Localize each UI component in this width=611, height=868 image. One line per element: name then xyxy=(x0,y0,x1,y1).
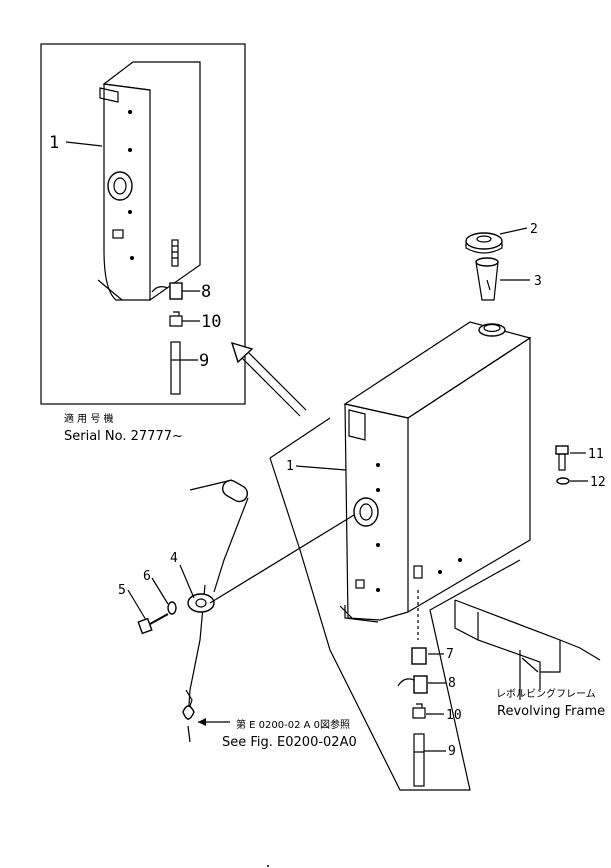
inset-hose-clip xyxy=(151,282,183,300)
revolving-frame xyxy=(454,599,601,700)
part-7-body xyxy=(411,647,427,665)
bolt-5 xyxy=(137,613,169,635)
callout-7: 7 xyxy=(446,647,454,662)
sender-to-tank-line xyxy=(209,514,355,604)
filler-strainer xyxy=(475,257,499,301)
inset-callout-9: 9 xyxy=(199,351,209,371)
callout-9: 9 xyxy=(448,744,456,759)
inset-hose xyxy=(170,341,181,395)
inset-panel: 1 8 10 9 xyxy=(40,43,246,405)
inset-bolt-group xyxy=(171,239,179,267)
serial-label-jp: 適 用 号 機 xyxy=(64,412,114,425)
callout-4: 4 xyxy=(170,551,178,566)
see-fig-jp: 第 E 0200-02 A 0図参照 xyxy=(236,718,350,731)
callout-2: 2 xyxy=(530,222,538,237)
inset-tank xyxy=(97,61,201,302)
inset-callout-8: 8 xyxy=(201,282,211,302)
frame-note-en: Revolving Frame xyxy=(497,704,605,719)
callout-5: 5 xyxy=(118,583,126,598)
filler-cap xyxy=(465,232,503,254)
main-tank xyxy=(339,321,532,623)
inset-callout-10: 10 xyxy=(201,312,221,332)
callout-11: 11 xyxy=(588,447,604,462)
frame-note-jp: レボルビングフレーム xyxy=(496,687,596,700)
callout-12: 12 xyxy=(590,475,606,490)
callout-8: 8 xyxy=(448,676,456,691)
inset-pointer-arrow xyxy=(230,341,307,417)
bolt-11 xyxy=(555,445,569,471)
part-8-body xyxy=(413,675,428,694)
gasket-6 xyxy=(167,601,177,615)
callout-1: 1 xyxy=(286,459,294,474)
mount-plate-outline xyxy=(269,417,521,791)
callout-3: 3 xyxy=(534,274,542,289)
inset-border xyxy=(40,43,246,405)
callout-10: 10 xyxy=(446,708,462,723)
drain-parts xyxy=(397,565,428,787)
fuel-sender xyxy=(182,479,249,743)
serial-label-en: Serial No. 27777~ xyxy=(64,429,183,444)
washer-12 xyxy=(556,477,570,485)
see-fig-en: See Fig. E0200-02A0 xyxy=(222,735,357,750)
inset-plug xyxy=(169,311,183,327)
callout-6: 6 xyxy=(143,569,151,584)
inset-callout-1: 1 xyxy=(49,133,59,153)
